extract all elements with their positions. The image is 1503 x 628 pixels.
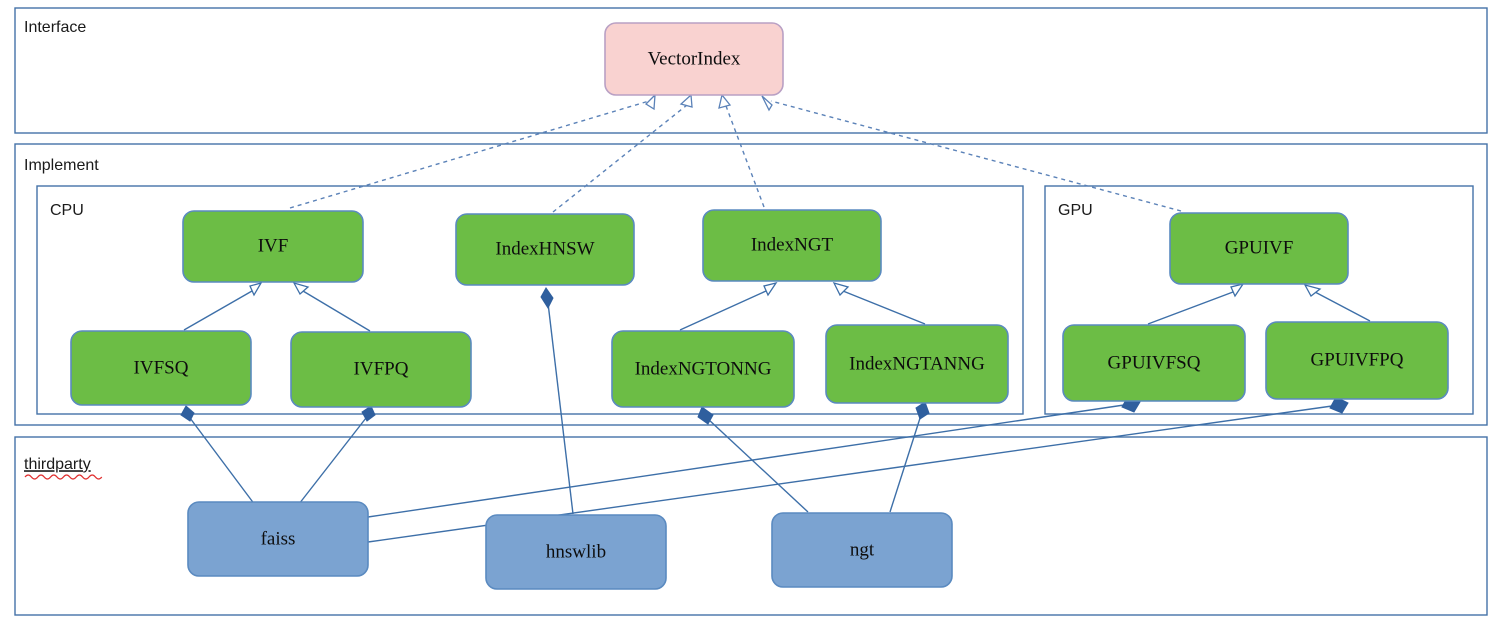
node-faiss-label: faiss bbox=[261, 528, 296, 549]
edge-hnswlib-to-indexhnsw bbox=[540, 287, 574, 515]
node-ngt-rect[interactable] bbox=[771, 512, 953, 588]
node-indexngt-label: IndexNGT bbox=[751, 234, 834, 255]
node-indexngt[interactable]: IndexNGT bbox=[702, 209, 882, 282]
node-ivfsq-rect[interactable] bbox=[70, 330, 252, 406]
node-indexhnsw[interactable]: IndexHNSW bbox=[455, 213, 635, 286]
node-indexngt-rect[interactable] bbox=[702, 209, 882, 282]
edge-faiss-to-ivfpq bbox=[298, 405, 376, 505]
node-ivfsq-label: IVFSQ bbox=[134, 357, 189, 378]
node-indexngtanng[interactable]: IndexNGTANNG bbox=[825, 324, 1009, 404]
edge-ivf-to-vectorindex bbox=[289, 93, 656, 209]
container-gpu-label: GPU bbox=[1058, 202, 1093, 219]
node-indexhnsw-rect[interactable] bbox=[455, 213, 635, 286]
edge-gpuivf-to-vectorindex bbox=[761, 95, 1182, 212]
node-indexngtonng-label: IndexNGTONNG bbox=[635, 358, 772, 379]
node-ivf-rect[interactable] bbox=[182, 210, 364, 283]
node-ivfpq-rect[interactable] bbox=[290, 331, 472, 408]
container-thirdparty-label: thirdparty bbox=[24, 456, 91, 473]
node-indexngtanng-label: IndexNGTANNG bbox=[849, 353, 985, 374]
node-vectorindex-rect[interactable] bbox=[604, 22, 784, 96]
spellcheck-squiggle-icon bbox=[24, 474, 103, 480]
edge-indexngtanng-to-indexngt bbox=[832, 281, 926, 325]
node-gpuivf-rect[interactable] bbox=[1169, 212, 1349, 285]
node-vectorindex[interactable]: VectorIndex bbox=[604, 22, 784, 96]
node-hnswlib-rect[interactable] bbox=[485, 514, 667, 590]
container-implement-label: Implement bbox=[24, 157, 99, 174]
node-ivfpq-label: IVFPQ bbox=[354, 358, 409, 379]
node-hnswlib-label: hnswlib bbox=[546, 541, 606, 562]
edge-gpuivfpq-to-gpuivf bbox=[1303, 283, 1371, 322]
node-indexngtonng[interactable]: IndexNGTONNG bbox=[611, 330, 795, 408]
node-indexhnsw-label: IndexHNSW bbox=[495, 238, 594, 259]
node-faiss[interactable]: faiss bbox=[187, 501, 369, 577]
edge-ivfpq-to-ivf bbox=[292, 281, 371, 332]
node-ivf-label: IVF bbox=[258, 235, 289, 256]
node-ngt-label: ngt bbox=[850, 539, 875, 560]
edge-ivfsq-to-ivf bbox=[183, 281, 263, 331]
node-gpuivfpq-label: GPUIVFPQ bbox=[1311, 349, 1404, 370]
edge-faiss-to-ivfsq bbox=[180, 405, 256, 506]
node-indexngtanng-rect[interactable] bbox=[825, 324, 1009, 404]
node-hnswlib[interactable]: hnswlib bbox=[485, 514, 667, 590]
node-ivfpq[interactable]: IVFPQ bbox=[290, 331, 472, 408]
container-cpu-label: CPU bbox=[50, 202, 84, 219]
node-faiss-rect[interactable] bbox=[187, 501, 369, 577]
edge-gpuivfsq-to-gpuivf bbox=[1147, 282, 1245, 325]
node-gpuivfsq-rect[interactable] bbox=[1062, 324, 1246, 402]
edge-ngt-to-indexngtonng bbox=[697, 406, 809, 513]
container-interface-label: Interface bbox=[24, 19, 86, 36]
node-ivfsq[interactable]: IVFSQ bbox=[70, 330, 252, 406]
node-indexngtonng-rect[interactable] bbox=[611, 330, 795, 408]
node-gpuivfsq-label: GPUIVFSQ bbox=[1108, 352, 1201, 373]
edge-indexngt-to-vectorindex bbox=[718, 93, 765, 208]
node-gpuivfpq-rect[interactable] bbox=[1265, 321, 1449, 400]
node-gpuivfpq[interactable]: GPUIVFPQ bbox=[1265, 321, 1449, 400]
edge-ngt-to-indexngtanng bbox=[889, 401, 930, 513]
edge-indexngtonng-to-indexngt bbox=[679, 281, 778, 331]
node-vectorindex-label: VectorIndex bbox=[648, 48, 741, 69]
node-gpuivf[interactable]: GPUIVF bbox=[1169, 212, 1349, 285]
node-gpuivfsq[interactable]: GPUIVFSQ bbox=[1062, 324, 1246, 402]
node-ngt[interactable]: ngt bbox=[771, 512, 953, 588]
node-gpuivf-label: GPUIVF bbox=[1225, 237, 1294, 258]
edge-indexhnsw-to-vectorindex bbox=[552, 93, 693, 213]
node-ivf[interactable]: IVF bbox=[182, 210, 364, 283]
